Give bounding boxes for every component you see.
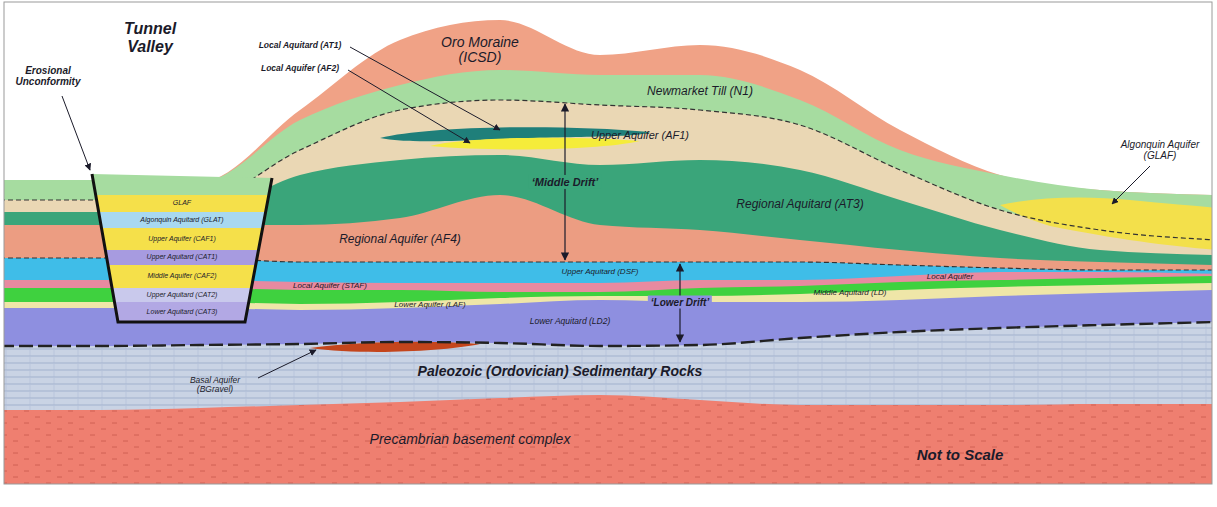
layer-label: Upper Aquitard (CAT1) <box>147 253 218 261</box>
layer-label: Paleozoic (Ordovician) Sedimentary Rocks <box>418 364 703 379</box>
layer-label: Basal Aquifer (BGravel) <box>175 376 255 395</box>
layer-label: Upper Aquifer (AF1) <box>591 129 689 141</box>
layer-label: Regional Aquifer (AF4) <box>339 233 461 246</box>
layer-label: Middle Aquitard (LD) <box>813 289 886 298</box>
layer-label: Regional Aquitard (AT3) <box>736 198 863 211</box>
upper-aquifer <box>4 100 1212 484</box>
layer-label: Upper Aquitard (CAT2) <box>147 291 218 299</box>
layer-label: Oro Moraine (ICSD) <box>425 35 535 66</box>
layer-label: Lower Aquifer (LAF) <box>394 301 465 310</box>
local-aquifer <box>4 272 1212 484</box>
layer-label: ‘Middle Drift’ <box>529 175 602 189</box>
leader-line <box>258 350 316 378</box>
layer-label: Algonquin Aquitard (GLAT) <box>140 216 223 224</box>
paleozoic-rock <box>4 322 1212 484</box>
erosional-unconformity-line <box>92 174 272 322</box>
layer-label: Local Aquitard (AT1) <box>259 41 342 50</box>
layer-label: Tunnel Valley <box>115 20 185 55</box>
leader-line <box>62 96 90 170</box>
lower-aquifer <box>4 283 1212 484</box>
layer-label: Precambrian basement complex <box>370 432 571 447</box>
layer-label: ‘Lower Drift’ <box>648 296 712 309</box>
middle-aquitard <box>4 276 1212 484</box>
layer-label: Local Aquifer <box>927 273 973 282</box>
precambrian-basement <box>4 395 1212 484</box>
layer-label: Newmarket Till (N1) <box>647 85 753 98</box>
leader-line <box>1112 166 1150 204</box>
lower-aquitard <box>4 290 1212 484</box>
layer-label: Erosional Unconformity <box>1 65 96 87</box>
valley-fill-band <box>80 170 290 195</box>
layer-label: Middle Aquifer (CAF2) <box>148 272 217 280</box>
layer-label: GLAF <box>173 199 191 207</box>
valley-fill-band <box>80 212 290 228</box>
layer-label: Local Aquifer (STAF) <box>293 282 367 291</box>
middle-drift-contact <box>4 100 1212 240</box>
layer-label: Upper Aquifer (CAF1) <box>148 235 215 243</box>
layer-label: Not to Scale <box>917 447 1004 464</box>
layer-label: Lower Aquitard (LD2) <box>530 317 610 326</box>
layer-label: Lower Aquitard (CAT3) <box>147 308 218 316</box>
oro-moraine <box>4 20 1212 484</box>
upper-aquitard <box>4 258 1212 484</box>
regional-aquitard <box>4 155 1212 484</box>
layer-label: Upper Aquitard (DSF) <box>561 268 638 277</box>
algonquin-aquifer-lens <box>1000 197 1212 250</box>
layer-label: Algonquin Aquifer (GLAF) <box>1113 139 1208 161</box>
newmarket-till <box>4 70 1212 484</box>
frame <box>4 2 1212 484</box>
leader-line <box>348 70 470 143</box>
valley-fill-band <box>80 195 290 212</box>
layer-label: Local Aquifer (AF2) <box>261 64 339 73</box>
regional-aquifer <box>4 195 1212 484</box>
